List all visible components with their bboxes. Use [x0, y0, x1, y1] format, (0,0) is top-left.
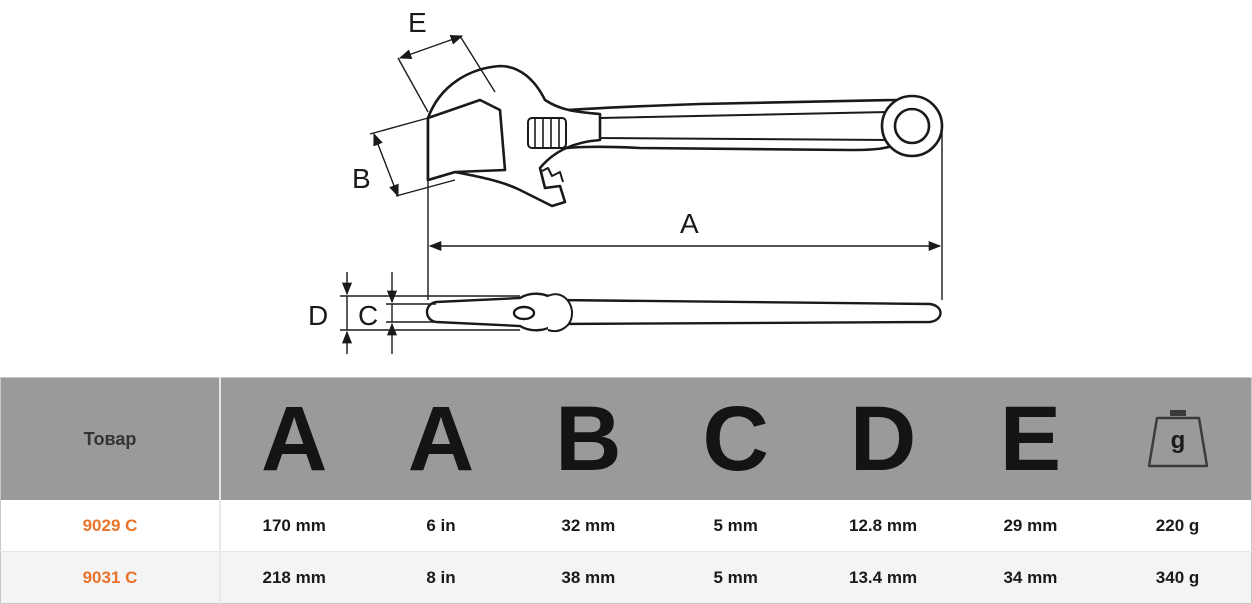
cell-weight: 340 g: [1104, 551, 1252, 604]
wrench-drawing: E B A D C: [308, 7, 944, 354]
column-header-weight: g: [1104, 377, 1252, 500]
column-header-e: E: [956, 377, 1105, 500]
cell-weight: 220 g: [1104, 500, 1252, 552]
label-a: A: [680, 208, 699, 239]
table-header-row: Товар A A B C D E g: [0, 377, 1252, 500]
spec-table: Товар A A B C D E g 9029 C 170 mm 6 in: [0, 377, 1252, 604]
wrench-side-view: [425, 292, 942, 332]
cell-a-mm: 218 mm: [220, 551, 368, 604]
cell-c: 5 mm: [662, 500, 810, 552]
weight-icon: g: [1143, 402, 1213, 477]
product-code: 9029 C: [0, 500, 221, 552]
label-b: B: [352, 163, 371, 194]
cell-d: 13.4 mm: [809, 551, 957, 604]
table-row: 9029 C 170 mm 6 in 32 mm 5 mm 12.8 mm 29…: [0, 500, 1252, 552]
label-e: E: [408, 7, 427, 38]
dimension-e: [397, 35, 496, 113]
column-header-d: D: [809, 377, 957, 500]
cell-c: 5 mm: [662, 551, 810, 604]
cell-b: 38 mm: [514, 551, 663, 604]
table-row: 9031 C 218 mm 8 in 38 mm 5 mm 13.4 mm 34…: [0, 551, 1252, 604]
dimension-b: [369, 117, 456, 198]
cell-d: 12.8 mm: [809, 500, 957, 552]
cell-e: 29 mm: [956, 500, 1105, 552]
column-header-a1: A: [220, 377, 368, 500]
column-header-c: C: [662, 377, 810, 500]
product-code: 9031 C: [0, 551, 221, 604]
svg-text:g: g: [1170, 427, 1185, 454]
cell-a-mm: 170 mm: [220, 500, 368, 552]
cell-a-in: 8 in: [367, 551, 515, 604]
wrench-diagram: E B A D C: [308, 7, 944, 354]
label-c: C: [358, 300, 378, 331]
wrench-top-view: [426, 64, 944, 208]
column-header-b: B: [514, 377, 663, 500]
dimension-a: [427, 118, 943, 300]
cell-e: 34 mm: [956, 551, 1105, 604]
dimension-cd: [340, 272, 520, 354]
cell-b: 32 mm: [514, 500, 663, 552]
product-header: Товар: [0, 377, 221, 500]
cell-a-in: 6 in: [367, 500, 515, 552]
column-header-a2: A: [367, 377, 515, 500]
label-d: D: [308, 300, 328, 331]
